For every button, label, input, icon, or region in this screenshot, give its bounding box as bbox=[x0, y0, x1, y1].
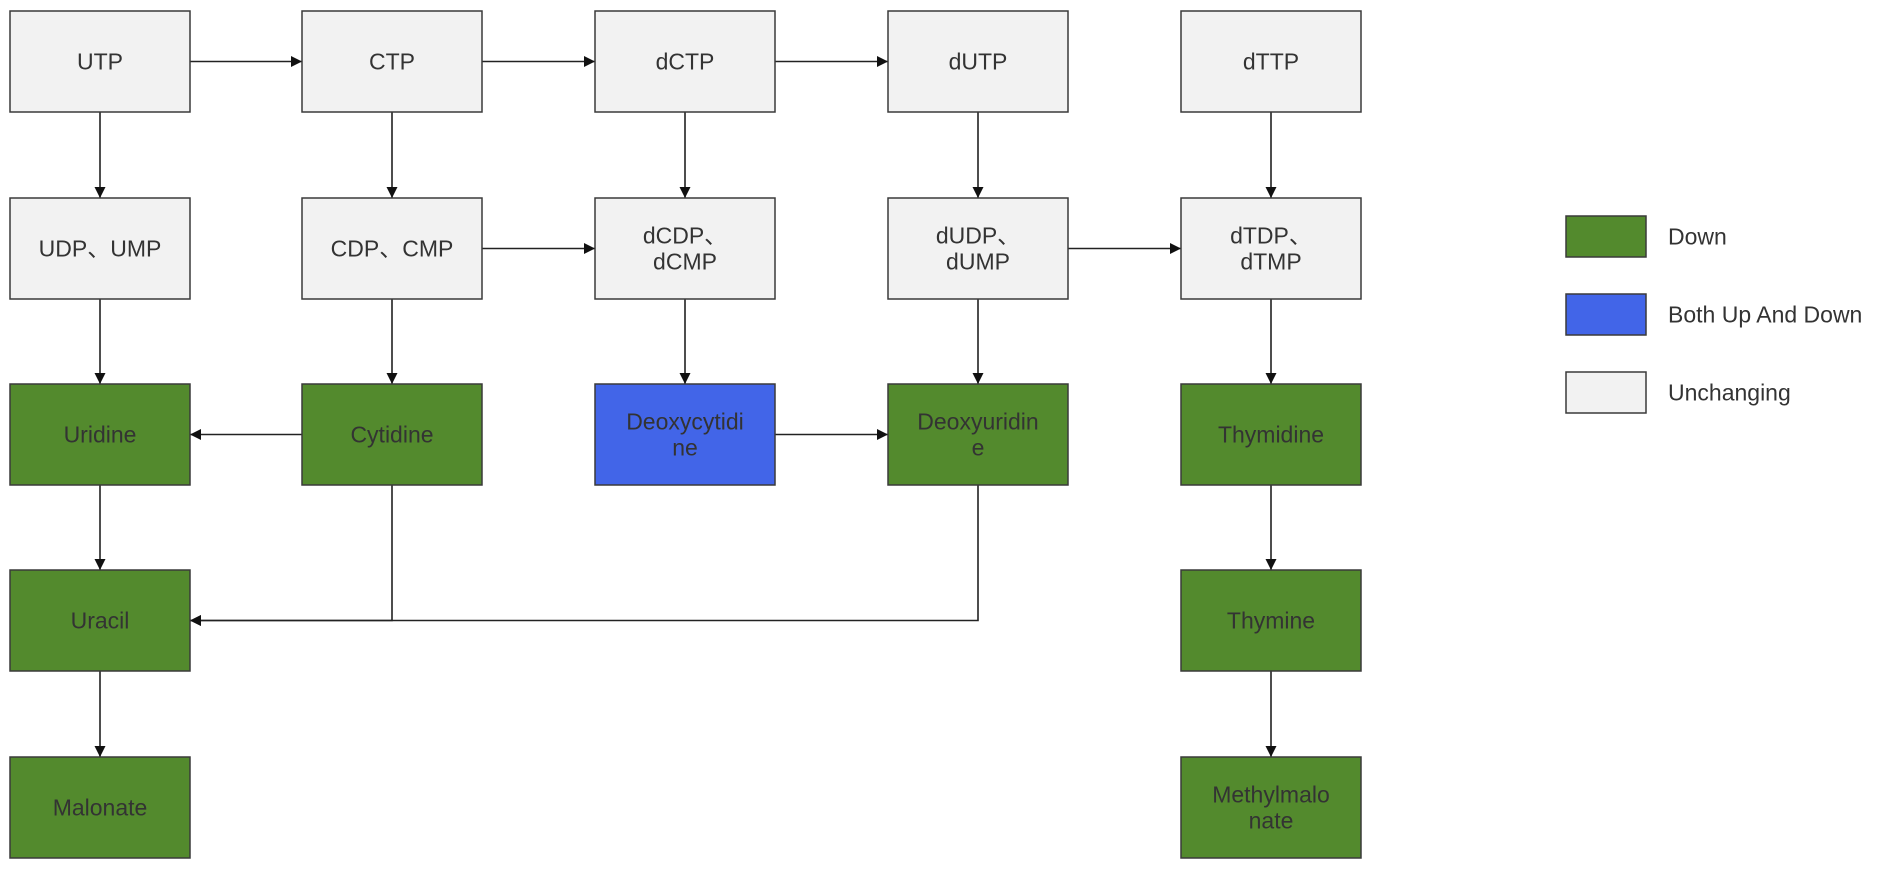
legend-swatch-both bbox=[1565, 293, 1647, 336]
node-dutp: dUTP bbox=[887, 10, 1069, 113]
node-utp: UTP bbox=[9, 10, 191, 113]
node-deoxyuridine-label: e bbox=[972, 435, 985, 461]
node-malonate: Malonate bbox=[9, 756, 191, 859]
node-dttp: dTTP bbox=[1180, 10, 1362, 113]
node-cdp-cmp-box bbox=[301, 197, 483, 300]
node-uracil-label: Uracil bbox=[71, 608, 130, 634]
node-utp-label: UTP bbox=[77, 49, 123, 75]
node-dttp-label: dTTP bbox=[1243, 49, 1299, 75]
node-thymidine-label: Thymidine bbox=[1218, 422, 1324, 448]
node-uracil: Uracil bbox=[9, 569, 191, 672]
node-cdp-cmp: CDP、CMP bbox=[301, 197, 483, 300]
node-udp-ump-label: UDP、UMP bbox=[39, 236, 162, 262]
node-deoxycytidine-label: Deoxycytidi bbox=[626, 409, 744, 435]
node-cdp-cmp-label: CDP、CMP bbox=[331, 236, 454, 262]
node-deoxyuridine-label: Deoxyuridin bbox=[917, 409, 1038, 435]
node-uridine-label: Uridine bbox=[64, 422, 137, 448]
node-dtdp-dtmp-label: dTMP bbox=[1240, 249, 1301, 275]
edge-deoxyuridine-to-uracil bbox=[190, 485, 979, 626]
node-uracil-box bbox=[9, 569, 191, 672]
node-dcdp-dcmp-box bbox=[594, 197, 776, 300]
node-utp-box bbox=[9, 10, 191, 113]
node-malonate-label: Malonate bbox=[53, 795, 148, 821]
node-dctp: dCTP bbox=[594, 10, 776, 113]
node-uridine-box bbox=[9, 383, 191, 486]
node-dtdp-dtmp-label: dTDP、 bbox=[1230, 223, 1312, 249]
nodes-layer: UTP CTP dCTP dUTP dTTP UDP、UMP CDP、CMP dCDP、dCM… bbox=[9, 10, 1362, 859]
node-dcdp-dcmp-label: dCDP、 bbox=[643, 223, 727, 249]
node-dctp-box bbox=[594, 10, 776, 113]
node-udp-ump: UDP、UMP bbox=[9, 197, 191, 300]
node-dtdp-dtmp: dTDP、dTMP bbox=[1180, 197, 1362, 300]
edge-cytidine-to-uracil bbox=[190, 485, 393, 626]
node-cytidine-label: Cytidine bbox=[350, 422, 433, 448]
node-ctp: CTP bbox=[301, 10, 483, 113]
node-dudp-dump-label: dUDP、 bbox=[936, 223, 1020, 249]
legend-item-down: Down bbox=[1565, 215, 1727, 258]
node-ctp-box bbox=[301, 10, 483, 113]
node-malonate-box bbox=[9, 756, 191, 859]
node-thymine-box bbox=[1180, 569, 1362, 672]
edges-layer bbox=[94, 56, 1277, 757]
legend-label-both: Both Up And Down bbox=[1668, 302, 1862, 328]
legend-label-down: Down bbox=[1668, 224, 1727, 250]
node-methylmalonate-label: nate bbox=[1249, 808, 1294, 834]
node-thymidine: Thymidine bbox=[1180, 383, 1362, 486]
node-deoxyuridine-box bbox=[887, 383, 1069, 486]
node-uridine: Uridine bbox=[9, 383, 191, 486]
node-dutp-label: dUTP bbox=[949, 49, 1008, 75]
node-dudp-dump-label: dUMP bbox=[946, 249, 1010, 275]
node-cytidine: Cytidine bbox=[301, 383, 483, 486]
legend-item-both: Both Up And Down bbox=[1565, 293, 1862, 336]
node-dcdp-dcmp-label: dCMP bbox=[653, 249, 717, 275]
node-ctp-label: CTP bbox=[369, 49, 415, 75]
node-thymine-label: Thymine bbox=[1227, 608, 1315, 634]
node-methylmalonate-box bbox=[1180, 756, 1362, 859]
node-thymine: Thymine bbox=[1180, 569, 1362, 672]
node-dctp-label: dCTP bbox=[656, 49, 715, 75]
node-deoxycytidine-box bbox=[594, 383, 776, 486]
legend-swatch-unchanging bbox=[1565, 371, 1647, 414]
node-udp-ump-box bbox=[9, 197, 191, 300]
node-dttp-box bbox=[1180, 10, 1362, 113]
node-dutp-box bbox=[887, 10, 1069, 113]
node-dudp-dump-box bbox=[887, 197, 1069, 300]
legend-label-unchanging: Unchanging bbox=[1668, 380, 1791, 406]
legend-swatch-down bbox=[1565, 215, 1647, 258]
node-dtdp-dtmp-box bbox=[1180, 197, 1362, 300]
node-dudp-dump: dUDP、dUMP bbox=[887, 197, 1069, 300]
node-dcdp-dcmp: dCDP、dCMP bbox=[594, 197, 776, 300]
node-cytidine-box bbox=[301, 383, 483, 486]
node-methylmalonate-label: Methylmalo bbox=[1212, 782, 1330, 808]
node-deoxycytidine-label: ne bbox=[672, 435, 698, 461]
node-thymidine-box bbox=[1180, 383, 1362, 486]
legend-item-unchanging: Unchanging bbox=[1565, 371, 1791, 414]
